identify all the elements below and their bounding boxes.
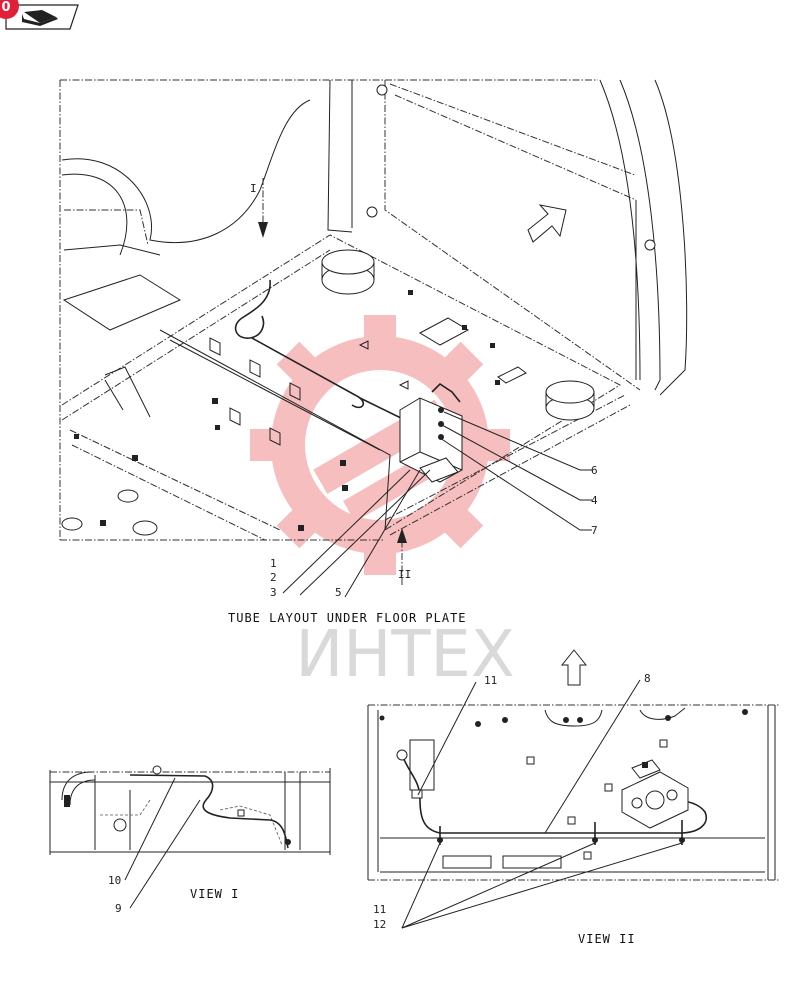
view-1: 10 9 VIEW I	[49, 765, 331, 915]
view1-callout-10: 10	[108, 874, 121, 887]
view-arrow-1: I	[250, 178, 268, 238]
valve-assembly	[399, 382, 463, 483]
view1-caption: VIEW I	[190, 887, 239, 901]
page-badge-number: 0	[1, 0, 10, 15]
nav-button[interactable]	[5, 4, 79, 30]
view2-callout-11-bottom: 11	[373, 903, 386, 916]
view-arrow-2: II	[397, 528, 411, 585]
watermark-gear	[250, 315, 510, 575]
callout-2: 2	[270, 571, 277, 584]
view2-callout-12: 12	[373, 918, 386, 931]
forward-arrow-icon	[527, 204, 567, 243]
callout-1: 1	[270, 557, 277, 570]
main-view-caption: TUBE LAYOUT UNDER FLOOR PLATE	[228, 611, 467, 625]
view-2: 11 8 11 12 VIEW II	[367, 672, 780, 946]
view-arrow-1-label: I	[250, 182, 257, 195]
book-arrow-icon	[22, 10, 58, 26]
callout-5: 5	[335, 586, 342, 599]
callout-4: 4	[591, 494, 598, 507]
view-arrow-2-label: II	[398, 568, 411, 581]
view1-callout-9: 9	[115, 902, 122, 915]
callout-3: 3	[270, 586, 277, 599]
view2-valve	[621, 759, 689, 829]
view2-caption: VIEW II	[578, 932, 636, 946]
view2-callout-11-top: 11	[484, 674, 497, 687]
page-badge: 0	[0, 0, 19, 19]
up-arrow-icon	[560, 649, 588, 686]
callout-6: 6	[591, 464, 598, 477]
view2-callout-8: 8	[644, 672, 651, 685]
main-view: I II 1 2 3 5 6 4 7 TUBE LAYOUT UNDER FLO…	[59, 79, 688, 625]
watermark-text: ИНТЕХ	[295, 618, 514, 692]
callout-7: 7	[591, 524, 598, 537]
